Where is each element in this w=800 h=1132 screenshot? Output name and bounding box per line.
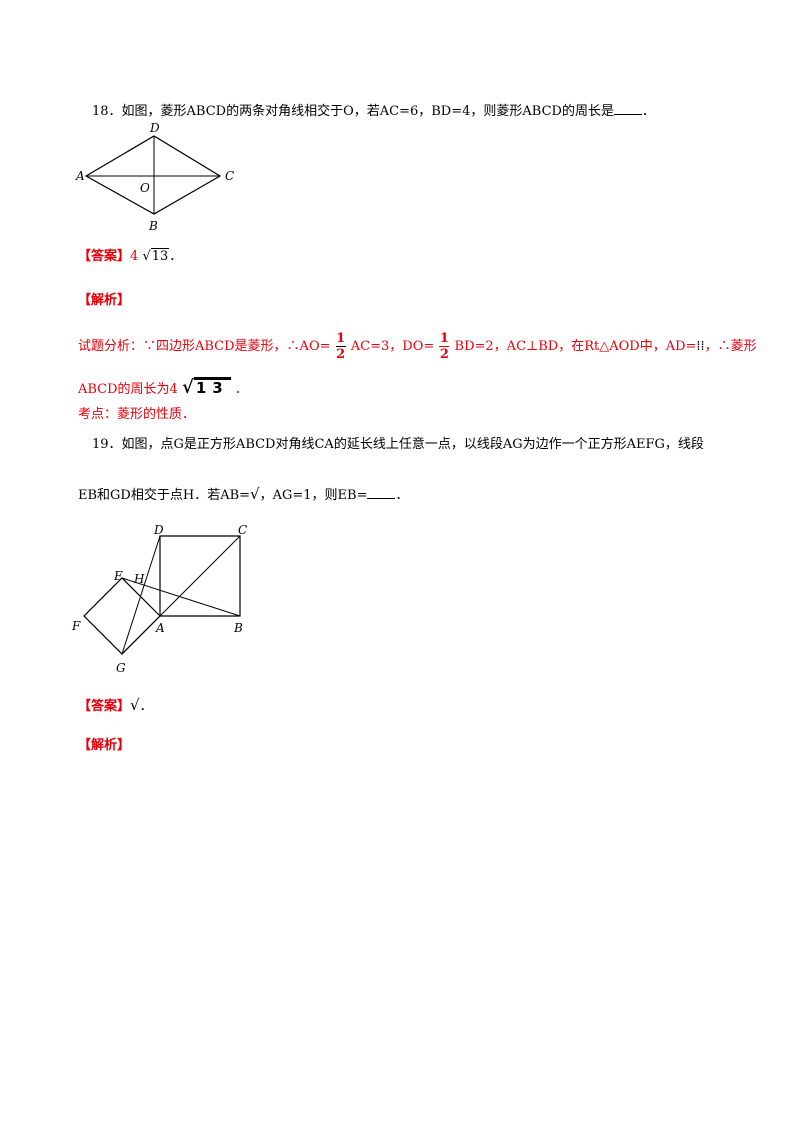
q18-rhombus-figure: A D C B O — [75, 121, 234, 233]
q19-answer: 【答案】√． — [78, 696, 153, 714]
q19-label-h: H — [133, 572, 145, 586]
q18-label-a: A — [75, 169, 85, 183]
q19-label-e: E — [113, 569, 123, 583]
q19-squares-figure: D C E H F A B G — [71, 523, 247, 675]
q18-label-d: D — [149, 121, 160, 135]
q18-answer-label: 【答案】 — [78, 249, 131, 264]
q18-ad-value-image: ⁞⁞ — [696, 339, 705, 354]
q19-label-a: A — [155, 621, 165, 635]
q18-text: 18．如图，菱形ABCD的两条对角线相交于O，若AC=6，BD=4，则菱形ABC… — [92, 104, 614, 119]
q18-label-o: O — [140, 181, 150, 195]
q19-label-c: C — [238, 523, 247, 537]
q18-label-c: C — [225, 169, 234, 183]
q18-question: 18．如图，菱形ABCD的两条对角线相交于O，若AC=6，BD=4，则菱形ABC… — [92, 103, 655, 119]
q18-answer: 【答案】4 √13． — [78, 248, 183, 264]
q19-answer-label: 【答案】 — [78, 699, 131, 714]
q18-answer-sqrt: √13 — [142, 248, 170, 264]
q18-blank — [613, 103, 642, 115]
q18-analysis-label: 【解析】 — [78, 293, 131, 308]
q19-line2: EB和GD相交于点H．若AB=√，AG=1，则EB=． — [78, 485, 409, 503]
q18-kaodian: 考点：菱形的性质． — [78, 407, 196, 422]
q19-line1: 19．如图，点G是正方形ABCD对角线CA的延长线上任意一点，以线段AG为边作一… — [92, 437, 704, 452]
q19-blank — [367, 487, 396, 499]
q19-analysis-label: 【解析】 — [78, 738, 131, 753]
q19-answer-sqrt: √ — [130, 696, 140, 714]
q19-ab-sqrt: √ — [250, 485, 260, 503]
q19-label-f: F — [71, 619, 81, 633]
q18-solution-line2: ABCD的周长为4 √13 ． — [78, 377, 248, 398]
q19-label-d: D — [153, 523, 164, 537]
q18-label-b: B — [148, 219, 158, 233]
q19-label-b: B — [233, 621, 243, 635]
q19-label-g: G — [116, 661, 126, 675]
